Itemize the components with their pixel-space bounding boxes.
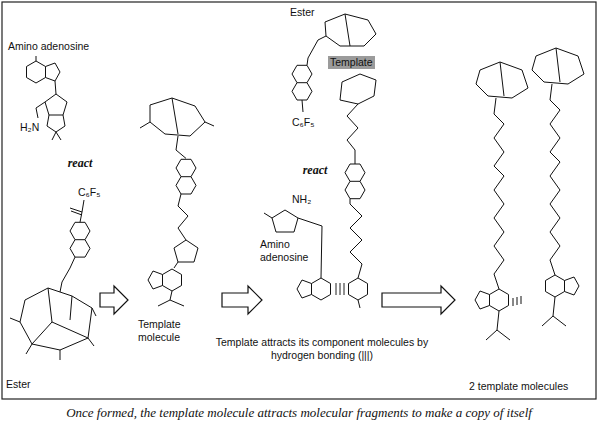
hydrogen-bonds [513,296,521,306]
stippled-region [455,52,543,378]
adenine-ring [27,56,61,83]
reaction-label: react [68,156,93,170]
ester-cage [10,288,96,360]
sugar-ring [36,81,67,140]
frame [2,2,596,399]
process-arrow [382,286,455,314]
shaded-outline [130,92,222,314]
explanation-text: Template attracts its component molecule… [200,336,444,361]
template-chain [140,98,214,306]
template-label: 2 template molecules [469,380,589,393]
molecule-label: Ester [6,378,56,391]
reaction-label: react [303,163,328,177]
hydrogen-bonds [336,283,344,295]
react-starburst: react [283,150,347,190]
reaction-arrow [100,286,128,314]
molecule-lines [10,14,584,360]
molecule-label: C₆F₅ [78,186,114,199]
stippled-region [501,38,588,364]
starburst-shape [49,143,111,183]
ester-chain [60,200,90,292]
molecule-label: Amino adenosine [8,40,108,53]
shaded-outline [455,38,588,378]
molecule-label: Ester [290,6,330,19]
template-molecules-region: 2 template molecules [455,38,588,378]
stippled-region [130,92,222,314]
template-chain [532,48,584,326]
molecule-label: H₂N [20,121,50,134]
process-arrow [222,286,262,314]
template-chain [475,62,528,340]
template-molecule-region: Template molecule [130,92,222,314]
template-label: Template molecule [138,318,202,343]
react-starburst: react [48,142,112,184]
starburst-shape [284,151,346,189]
molecule-label: C₆F₅ [292,116,328,129]
figure-caption: Once formed, the template molecule attra… [4,405,594,421]
molecule-label: NH₂ [292,193,322,206]
stippled-region [262,28,382,313]
template-chain [340,74,376,308]
template-label: Template [328,56,375,69]
ester-fragment [292,14,376,112]
molecule-label: Amino adenosine [260,238,312,263]
